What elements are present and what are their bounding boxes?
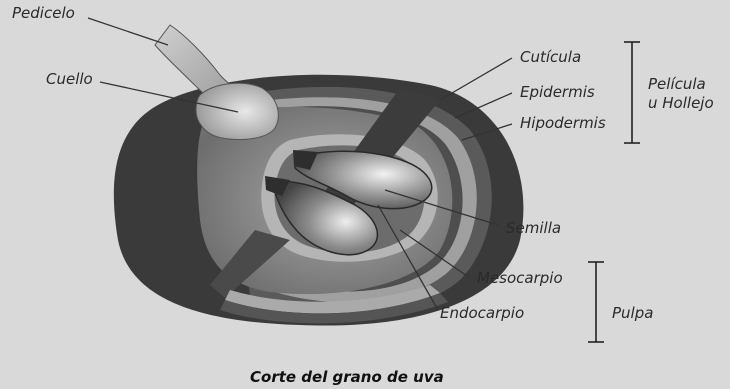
- bracket-pelicula: [624, 42, 640, 143]
- label-epidermis: Epidermis: [520, 83, 595, 101]
- figure-caption: Corte del grano de uva: [250, 368, 444, 386]
- label-pulpa: Pulpa: [612, 304, 653, 322]
- label-mesocarpio: Mesocarpio: [477, 269, 563, 287]
- label-cuticula: Cutícula: [520, 48, 581, 66]
- leader-cuticula: [440, 58, 512, 100]
- bracket-pulpa: [588, 262, 604, 342]
- leader-pedicelo: [88, 18, 168, 45]
- label-pelicula: Película: [648, 75, 706, 93]
- label-cuello: Cuello: [46, 70, 93, 88]
- label-u-hollejo: u Hollejo: [648, 94, 714, 112]
- label-endocarpio: Endocarpio: [440, 304, 524, 322]
- label-semilla: Semilla: [506, 219, 561, 237]
- label-hipodermis: Hipodermis: [520, 114, 606, 132]
- label-pedicelo: Pedicelo: [12, 4, 75, 22]
